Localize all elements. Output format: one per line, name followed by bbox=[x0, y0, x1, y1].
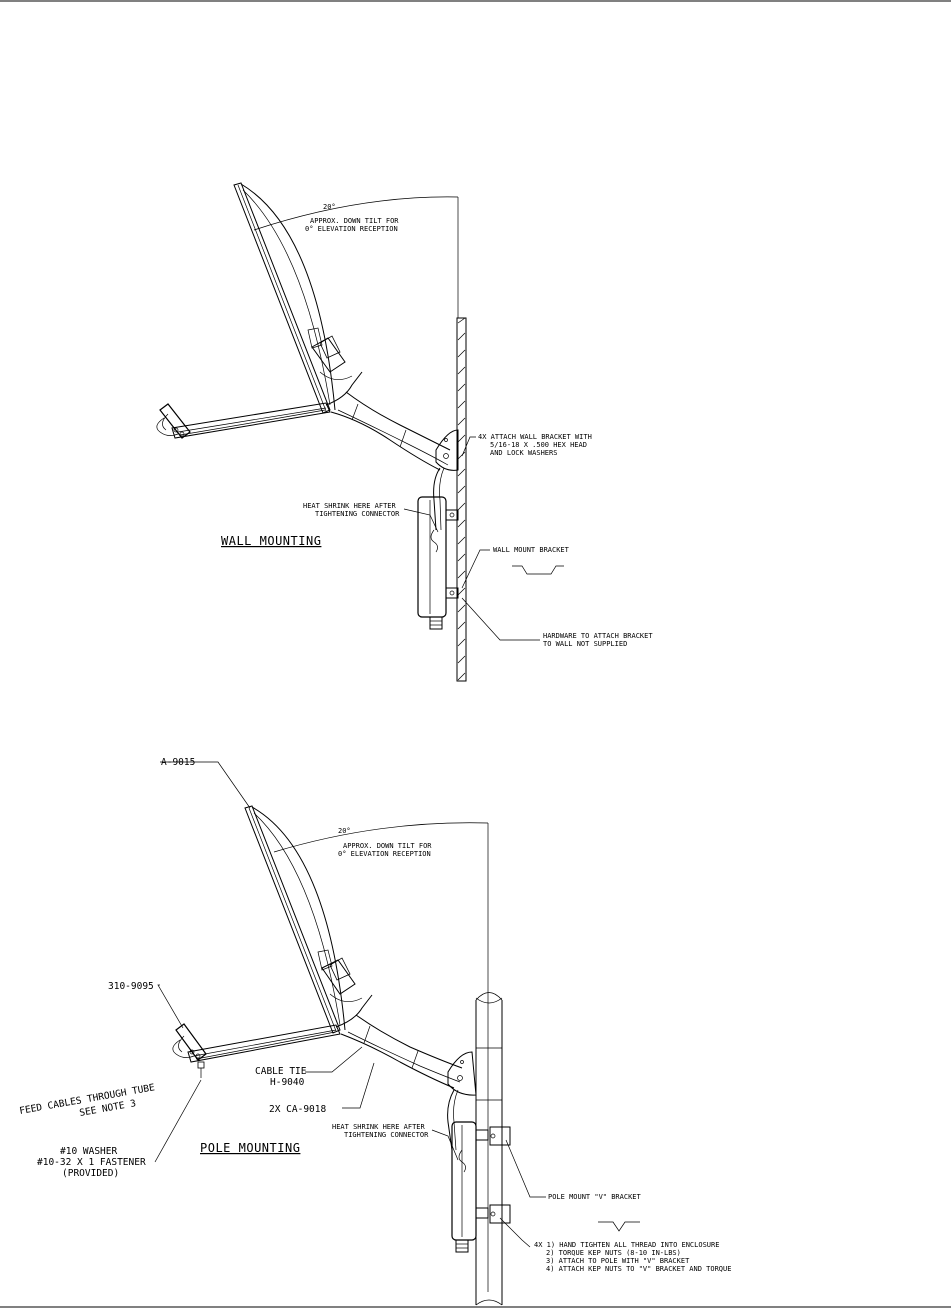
wall bbox=[456, 317, 467, 682]
pole-step-3: 3) ATTACH TO POLE WITH "V" BRACKET bbox=[546, 1257, 690, 1265]
wall-bracket-profile bbox=[512, 565, 564, 575]
wall-angle-label: 20° bbox=[323, 203, 336, 211]
pole-enclosure bbox=[451, 1121, 477, 1253]
pole-mounting-title: POLE MOUNTING bbox=[200, 1141, 300, 1155]
wall-mount-bracket-leader bbox=[461, 549, 490, 589]
pole-cabletie-label: CABLE TIE bbox=[255, 1066, 307, 1077]
pole-dish bbox=[244, 805, 346, 1034]
pole-washer-leader bbox=[154, 1079, 202, 1163]
wall-bracket-note-1: 4X ATTACH WALL BRACKET WITH bbox=[478, 433, 592, 441]
pole-step-2: 2) TORQUE KEP NUTS (8-10 IN-LBS) bbox=[546, 1249, 681, 1257]
pole-heatshrink-line-2: TIGHTENING CONNECTOR bbox=[344, 1131, 429, 1139]
wall-support-arm bbox=[307, 327, 459, 471]
wall-heatshrink-line-1: HEAT SHRINK HERE AFTER bbox=[303, 502, 397, 510]
pole-angle-arc bbox=[273, 822, 489, 853]
wall-mounting-view: 20° APPROX. DOWN TILT FOR 0° ELEVATION R… bbox=[156, 182, 653, 682]
pole-v-brackets bbox=[475, 1126, 511, 1224]
pole-cabletie-part: H-9040 bbox=[270, 1077, 305, 1088]
wall-enclosure bbox=[417, 496, 459, 630]
wall-bracket-note-3: AND LOCK WASHERS bbox=[490, 449, 557, 457]
pole-cables-label: 2X CA-9018 bbox=[269, 1104, 326, 1115]
pole-mounting-view: A-9015 20° APPROX. DOWN TILT FOR 0° ELEV… bbox=[19, 757, 731, 1306]
pole-dish-part: A-9015 bbox=[161, 757, 195, 768]
wall-heatshrink-leader bbox=[403, 508, 439, 533]
pole-cables-leader bbox=[342, 1062, 375, 1109]
pole-dish-leader bbox=[160, 761, 251, 809]
pole-vbracket-leader bbox=[505, 1139, 546, 1198]
pole-feed-arm bbox=[172, 1023, 341, 1078]
wall-hardware-line-1: HARDWARE TO ATTACH BRACKET bbox=[543, 632, 653, 640]
wall-bracket-note-2: 5/16-18 X .500 HEX HEAD bbox=[490, 441, 587, 449]
wall-mounting-title: WALL MOUNTING bbox=[221, 534, 321, 548]
wall-mount-bracket-label: WALL MOUNT BRACKET bbox=[493, 546, 570, 554]
wall-heatshrink-line-2: TIGHTENING CONNECTOR bbox=[315, 510, 400, 518]
pole-tilt-line-2: 0° ELEVATION RECEPTION bbox=[338, 850, 431, 858]
pole-washer-line-1: #10 WASHER bbox=[60, 1146, 117, 1157]
pole-step-1: 4X 1) HAND TIGHTEN ALL THREAD INTO ENCLO… bbox=[534, 1241, 719, 1249]
wall-bracket-leader bbox=[461, 436, 476, 457]
pole-v-profile bbox=[598, 1221, 640, 1232]
pole-feed-part: 310-9095 bbox=[108, 981, 154, 992]
pole-cabletie-leader bbox=[305, 1046, 363, 1073]
wall-feed-arm bbox=[156, 402, 331, 439]
pole-angle-label: 20° bbox=[338, 827, 351, 835]
pole-tilt-line-1: APPROX. DOWN TILT FOR bbox=[343, 842, 432, 850]
wall-hardware-line-2: TO WALL NOT SUPPLIED bbox=[543, 640, 627, 648]
pole bbox=[475, 992, 503, 1306]
pole-vbracket-label: POLE MOUNT "V" BRACKET bbox=[548, 1193, 642, 1201]
wall-dish bbox=[233, 182, 336, 414]
pole-support-arm bbox=[317, 949, 477, 1096]
pole-step-4: 4) ATTACH KEP NUTS TO "V" BRACKET AND TO… bbox=[546, 1265, 731, 1273]
wall-tilt-line-1: APPROX. DOWN TILT FOR bbox=[310, 217, 399, 225]
wall-angle-arc bbox=[253, 196, 459, 231]
pole-washer-line-3: (PROVIDED) bbox=[62, 1168, 119, 1179]
pole-heatshrink-leader bbox=[431, 1129, 459, 1161]
wall-tilt-line-2: 0° ELEVATION RECEPTION bbox=[305, 225, 398, 233]
pole-cable bbox=[447, 1089, 455, 1151]
pole-steps-leader bbox=[499, 1217, 531, 1248]
wall-cable bbox=[433, 467, 441, 531]
pole-heatshrink-line-1: HEAT SHRINK HERE AFTER bbox=[332, 1123, 426, 1131]
pole-feed-leader bbox=[157, 984, 184, 1029]
wall-hardware-leader bbox=[461, 597, 540, 641]
pole-washer-line-2: #10-32 X 1 FASTENER bbox=[37, 1157, 146, 1168]
